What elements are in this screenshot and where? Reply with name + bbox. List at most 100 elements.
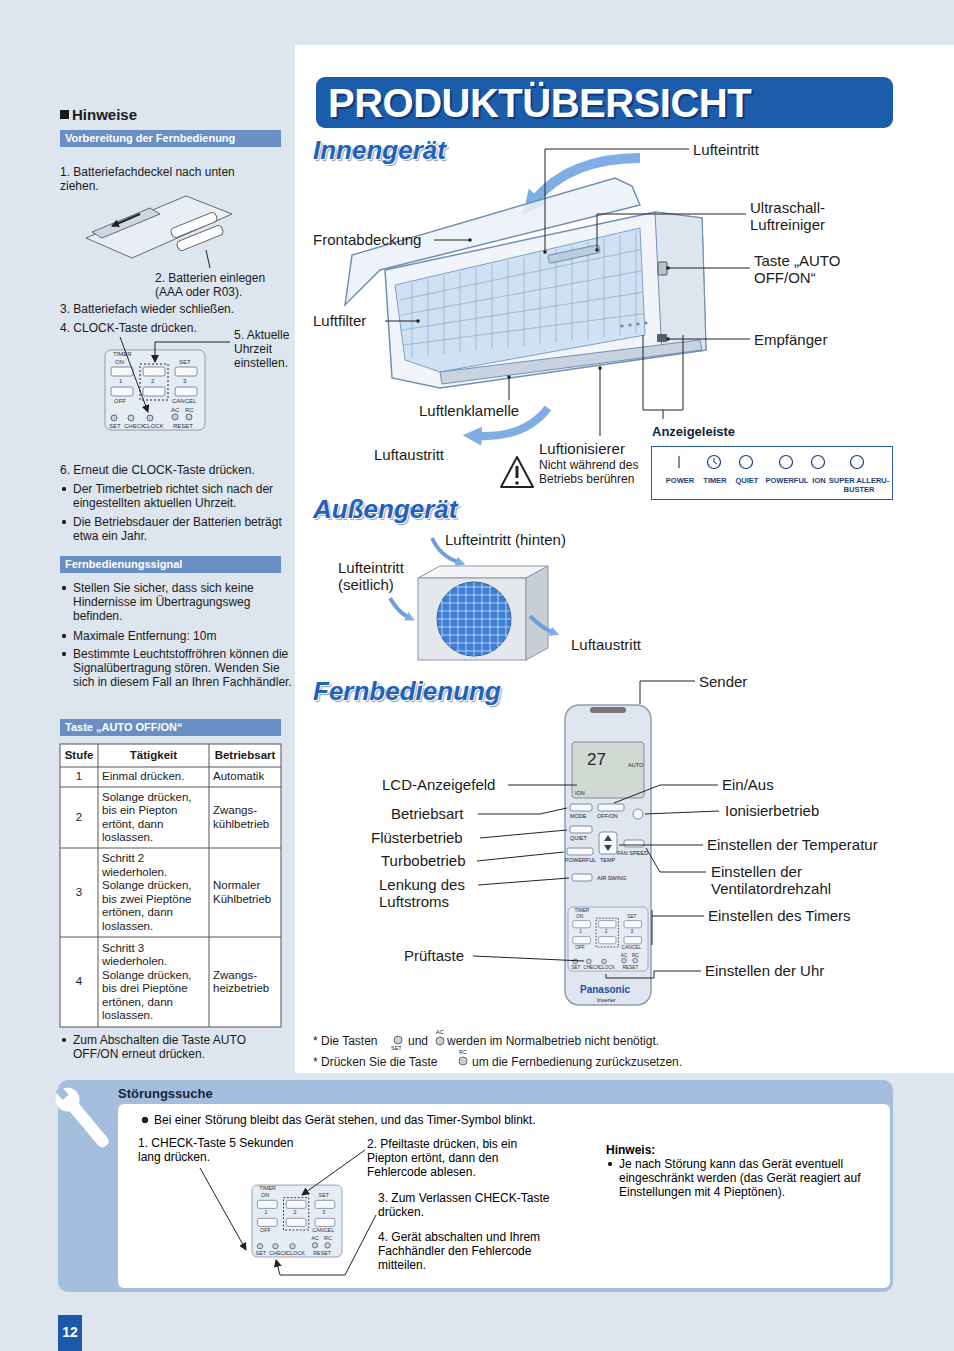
keypad-label: 1: [119, 378, 122, 385]
callout-label: Lufteintritt (seitlich): [338, 559, 423, 593]
leader-line: [643, 335, 683, 410]
keypad-label: RC: [324, 1236, 332, 1242]
table-cell: 2: [60, 787, 98, 848]
keypad-label: ON: [576, 914, 583, 919]
node-heading: Störungssuche: [118, 1086, 213, 1101]
keypad-label: SET: [109, 423, 121, 430]
indicator-lamp: [636, 322, 639, 325]
remote-body: [565, 705, 651, 1005]
callout-label: Einstellen der Temperatur: [707, 836, 878, 853]
keypad-label: OFF: [260, 1228, 271, 1234]
keypad-label: AC: [621, 953, 628, 958]
note-text: Nicht während des Betriebs berühren: [539, 458, 654, 486]
auto-button: [658, 262, 667, 275]
bullet-square: [60, 110, 69, 119]
indicator-icon: [708, 456, 721, 469]
filter-mesh: [604, 238, 605, 337]
small-button: [573, 959, 578, 964]
filter-mesh: [476, 268, 477, 350]
air-arrow: [530, 616, 552, 632]
small-button: [273, 1244, 278, 1249]
leader-line: [480, 830, 567, 838]
grille-bar: [498, 591, 499, 647]
temp-arrows: [604, 835, 612, 851]
keypad-label: 3: [183, 378, 186, 385]
node-text: POWER: [655, 477, 705, 486]
table-rule: [98, 744, 99, 1027]
keypad-button: [175, 367, 197, 376]
button-label: RC: [459, 1049, 467, 1056]
small-button: [147, 415, 153, 421]
small-button: [633, 958, 638, 963]
note-text: Maximale Entfernung: 10m: [60, 629, 293, 643]
leader-dot: [507, 375, 511, 379]
leader-line: [473, 956, 584, 961]
table-rule: [60, 767, 281, 768]
note-text: * Drücken Sie die Taste: [313, 1055, 438, 1069]
callout-label: Luftfilter: [313, 312, 366, 329]
remote-button: [572, 874, 592, 881]
grille-bar: [482, 583, 483, 655]
page-number-tab: 12: [58, 1315, 82, 1351]
keypad-button: [624, 937, 642, 944]
table-cell: Schritt 2 wiederholen. Solange drücken, …: [98, 848, 209, 937]
indicator-lamp: [644, 321, 647, 324]
button-icon: [459, 1057, 467, 1065]
troubleshooting-body: [118, 1104, 890, 1288]
callout-label: Einstellen der Ventilatordrehzahl: [711, 863, 861, 897]
note-text: 4. CLOCK-Taste drücken.: [60, 321, 220, 335]
battery: [176, 224, 224, 251]
keypad: [252, 1185, 342, 1257]
leader-line: [478, 878, 569, 885]
keypad-button: [257, 1200, 277, 1208]
leader-dot: [598, 366, 602, 370]
note-text: Der Timerbetrieb richtet sich nach der e…: [60, 482, 293, 510]
keypad-label: CLOCK: [286, 1251, 305, 1257]
filter-mesh: [401, 271, 642, 315]
content-panel: [295, 45, 954, 1073]
warning-mark: [515, 481, 519, 485]
filter-mesh: [556, 250, 557, 343]
button-label: SET: [391, 1045, 402, 1052]
callout-label: Flüsterbetrieb: [371, 829, 463, 846]
keypad-label: RC: [185, 407, 194, 414]
indicator-icon: [812, 456, 825, 469]
note-text: Bestimmte Leuchtstoffröhren können die S…: [60, 647, 293, 689]
remote-button: [598, 804, 624, 811]
remote-button: [570, 804, 592, 811]
leader-line: [640, 681, 695, 704]
node-text: POWERFUL: [762, 477, 812, 486]
table-cell: Automatik: [209, 767, 281, 787]
callout-label: Sender: [699, 673, 747, 690]
keypad-label: CHECK: [583, 965, 600, 970]
outdoor-front: [418, 578, 526, 660]
keypad-button: [624, 921, 642, 928]
callout-label: Lufteintritt (hinten): [445, 531, 566, 548]
keypad-label: SET: [179, 359, 191, 366]
keypad-label: SET: [627, 914, 636, 919]
callout-label: Betriebsart: [391, 805, 464, 822]
filter-mesh: [492, 264, 493, 349]
leader-dot: [543, 250, 547, 254]
wrench-head: [51, 1083, 85, 1117]
section-header: Fernbedienungssignal: [60, 556, 281, 573]
callout-label: Ein/Aus: [722, 776, 774, 793]
brand-name: Panasonic: [580, 984, 630, 996]
keypad-label: SET: [571, 965, 580, 970]
highlight-box: [140, 364, 168, 400]
leader-dot: [468, 238, 472, 242]
button-label: FAN SPEED: [617, 850, 648, 857]
button-label: QUIET: [570, 835, 587, 842]
button-label: ION: [575, 790, 585, 797]
callout-label: Prüftaste: [404, 947, 464, 964]
small-button: [325, 1243, 330, 1248]
leader-line: [600, 368, 601, 436]
filter-mesh: [572, 246, 573, 341]
keypad-button: [315, 1200, 335, 1208]
keypad-label: 2: [605, 929, 608, 934]
keypad-label: SET: [256, 1251, 266, 1257]
node-text: SUPER ALLERU-BUSTER: [828, 477, 890, 494]
leader-line: [668, 268, 750, 269]
keypad-button: [286, 1218, 306, 1226]
